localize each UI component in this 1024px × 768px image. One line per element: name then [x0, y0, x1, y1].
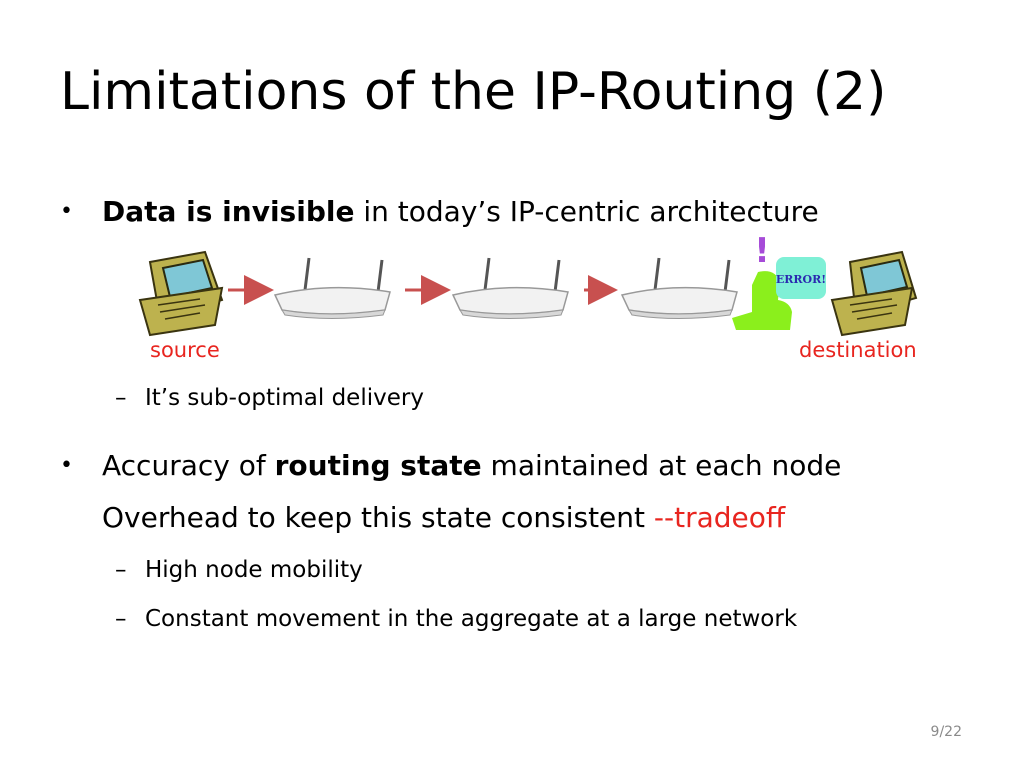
bullet-1-text: Data is invisible in today’s IP-centric …	[102, 186, 819, 238]
error-text: ERROR!	[776, 273, 826, 286]
source-laptop-icon	[138, 250, 224, 337]
source-label: source	[150, 338, 220, 362]
destination-laptop-icon	[830, 250, 918, 337]
sub-dash: –	[115, 606, 127, 632]
bullet-2-pre: Accuracy of	[102, 449, 275, 482]
sub-dash: –	[115, 385, 127, 411]
page-number: 9/22	[930, 724, 962, 740]
bullet-2-post: maintained at each node	[481, 449, 842, 482]
bullet-2-line2: Overhead to keep this state consistent	[102, 501, 654, 534]
bullet-dot: •	[60, 453, 73, 478]
error-box	[776, 257, 826, 299]
sub-bullet-1-text: It’s sub-optimal delivery	[145, 385, 424, 411]
tradeoff-text: --tradeoff	[653, 501, 786, 534]
router-icon	[273, 257, 391, 319]
exclamation-icon: !	[754, 231, 770, 271]
destination-label: destination	[799, 338, 917, 362]
bullet-1-rest: in today’s IP-centric architecture	[354, 195, 819, 228]
router-icon	[451, 257, 569, 319]
bullet-1-bold: Data is invisible	[102, 195, 355, 228]
sub-bullet-3-text: Constant movement in the aggregate at a …	[145, 606, 798, 632]
bullet-dot: •	[60, 199, 73, 224]
error-figure-icon: ERROR! !	[732, 231, 826, 330]
router-icon	[620, 257, 738, 319]
sub-dash: –	[115, 557, 127, 583]
bullet-2-text: Accuracy of routing state maintained at …	[102, 440, 841, 492]
slide-title: Limitations of the IP-Routing (2)	[60, 62, 887, 122]
bullet-2-bold: routing state	[274, 449, 482, 482]
sub-bullet-2-text: High node mobility	[145, 557, 363, 583]
